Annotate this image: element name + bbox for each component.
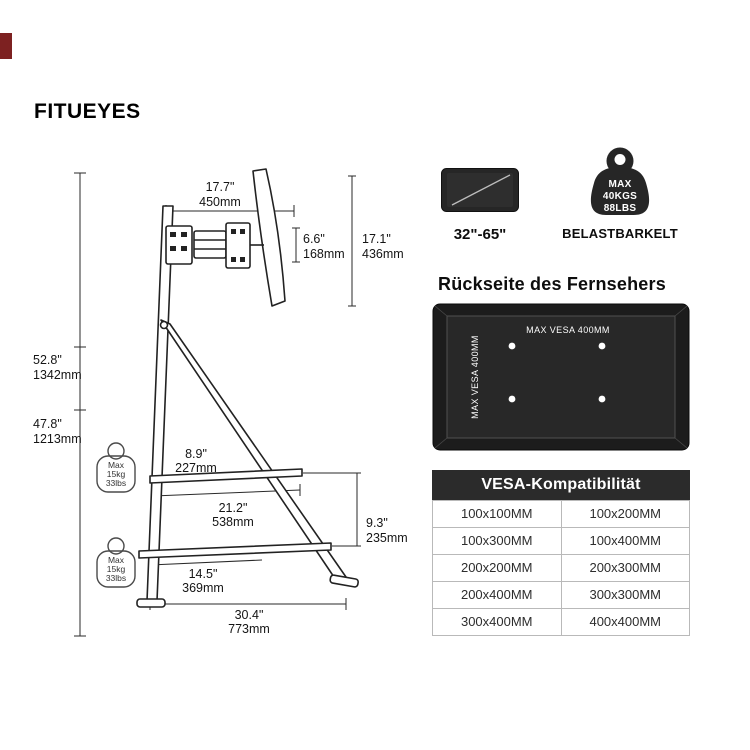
- kettlebell-body-icon: [96, 550, 136, 588]
- shelf-weight-badge-top: [96, 442, 136, 493]
- vesa-hole: [598, 395, 606, 403]
- badge2-line1: Max: [108, 555, 125, 565]
- badge2-line2: 15kg: [107, 564, 126, 574]
- vesa-cell: 300x400MM: [433, 609, 562, 636]
- screen-diagonal-icon: [451, 174, 511, 206]
- vesa-cell: 100x400MM: [561, 528, 690, 555]
- max-weight-icon: MAX 40KGS 88LBS: [580, 145, 660, 217]
- vesa-cell: 300x300MM: [561, 582, 690, 609]
- kettlebell-handle-icon: [107, 442, 125, 460]
- dim-bottom-shelf-mm: 369mm: [182, 581, 224, 595]
- vesa-cell: 100x300MM: [433, 528, 562, 555]
- dim-total-height-in: 52.8": [33, 353, 62, 367]
- front-foot: [136, 598, 166, 608]
- brand-part1: FITU: [34, 100, 83, 123]
- bottom-shelf: [138, 542, 332, 559]
- vesa-cell: 200x300MM: [561, 555, 690, 582]
- top-shelf: [149, 468, 303, 484]
- max-weight-line1: MAX: [608, 179, 631, 190]
- vesa-cell: 100x100MM: [433, 501, 562, 528]
- mount-plate: [165, 225, 193, 265]
- rear-foot: [329, 574, 359, 588]
- badge1-line2: 15kg: [107, 469, 126, 479]
- dim-plate-in: 17.1": [362, 232, 391, 246]
- dim-top-width-in: 17.7": [206, 180, 235, 194]
- dim-total-height-mm: 1342mm: [33, 368, 82, 382]
- dim-base-width-in: 30.4": [235, 608, 264, 622]
- vesa-cell: 200x200MM: [433, 555, 562, 582]
- stand-post: [146, 205, 174, 602]
- leg-hinge: [159, 320, 169, 330]
- dim-top-width-mm: 450mm: [199, 195, 241, 209]
- dim-arm-mm: 168mm: [303, 247, 345, 261]
- kettlebell-body-icon: [590, 167, 650, 215]
- vesa-hole: [508, 342, 516, 350]
- dim-shelf-gap-in: 9.3": [366, 516, 388, 530]
- dimension-lines: [74, 172, 361, 637]
- vesa-hole: [508, 395, 516, 403]
- tv-back-panel: MAX VESA 400MM MAX VESA 400MM: [432, 303, 690, 451]
- kettlebell-body-icon: [96, 455, 136, 493]
- badge1-line1: Max: [108, 460, 125, 470]
- max-vesa-vertical-label: MAX VESA 400MM: [470, 335, 480, 419]
- dim-stand-height-mm: 1213mm: [33, 432, 82, 446]
- max-weight-line3: 88LBS: [604, 203, 637, 214]
- kettlebell-handle-icon: [107, 537, 125, 555]
- dim-shelf-width-mm: 538mm: [212, 515, 254, 529]
- vesa-table-title: VESA-Kompatibilität: [432, 470, 690, 500]
- dimension-labels: 17.7" 450mm 6.6" 168mm 17.1" 436mm 52.8"…: [33, 180, 408, 636]
- max-weight-label: BELASTBARKELT: [562, 226, 678, 241]
- tv-screen-icon: [440, 167, 520, 213]
- vesa-cell: 400x400MM: [561, 609, 690, 636]
- vesa-cell: 100x200MM: [561, 501, 690, 528]
- vesa-compatibility-table: VESA-Kompatibilität 100x100MM 100x200MM …: [432, 470, 690, 636]
- vesa-cell: 200x400MM: [433, 582, 562, 609]
- vesa-bracket: [225, 222, 251, 269]
- bracket-holes: [170, 229, 245, 262]
- tv-panel-profile: [252, 168, 286, 307]
- mount-arm: [193, 230, 227, 259]
- brand-logo: FITUEYES: [34, 100, 141, 124]
- vesa-table-grid: 100x100MM 100x200MM 100x300MM 100x400MM …: [432, 500, 690, 636]
- dim-arm-in: 6.6": [303, 232, 325, 246]
- max-weight-line2: 40KGS: [603, 191, 637, 202]
- tv-size-range: 32"-65": [453, 226, 507, 243]
- shelf-weight-badge-bottom: [96, 537, 136, 588]
- dim-stand-height-in: 47.8": [33, 417, 62, 431]
- max-vesa-horizontal-label: MAX VESA 400MM: [526, 325, 610, 335]
- dim-top-shelf-in: 8.9": [185, 447, 207, 461]
- dim-plate-mm: 436mm: [362, 247, 404, 261]
- corner-mark: [0, 33, 12, 59]
- badge1-line3: 33lbs: [106, 478, 126, 488]
- dim-bottom-shelf-in: 14.5": [189, 567, 218, 581]
- vesa-panel-title: Rückseite des Fernsehers: [438, 274, 666, 294]
- tv-stand-diagram: Max 15kg 33lbs Max 15kg 33lbs 17.7" 450m…: [33, 168, 408, 637]
- dim-shelf-width-in: 21.2": [219, 501, 248, 515]
- stand-structure: [136, 168, 359, 608]
- vesa-hole: [598, 342, 606, 350]
- badge2-line3: 33lbs: [106, 573, 126, 583]
- dim-top-shelf-mm: 227mm: [175, 461, 217, 475]
- brand-part2: EYES: [82, 100, 141, 123]
- dim-shelf-gap-mm: 235mm: [366, 531, 408, 545]
- dim-base-width-mm: 773mm: [228, 622, 270, 636]
